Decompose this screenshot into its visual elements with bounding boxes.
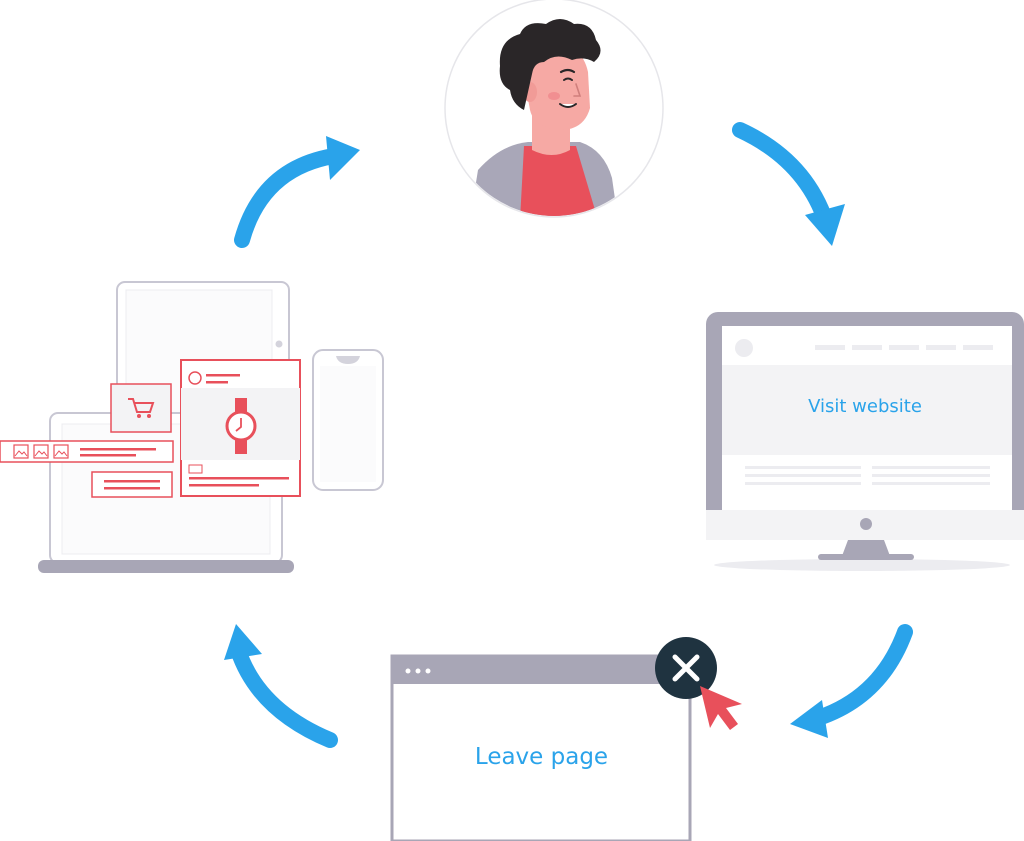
multi-device-ads-icon bbox=[0, 281, 384, 573]
arrow-leave-to-ads-icon bbox=[224, 624, 338, 748]
mouse-cursor-icon bbox=[700, 686, 742, 730]
browser-window-icon bbox=[390, 654, 692, 841]
desktop-monitor-icon bbox=[706, 312, 1024, 571]
arrow-website-to-leave-icon bbox=[790, 624, 913, 738]
leave-page-label: Leave page bbox=[474, 744, 609, 770]
arrow-person-to-website-icon bbox=[732, 122, 845, 246]
person-avatar-icon bbox=[444, 0, 664, 218]
arrow-ads-to-person-icon bbox=[234, 136, 360, 248]
close-icon bbox=[655, 637, 717, 699]
visit-website-label: Visit website bbox=[808, 396, 922, 417]
